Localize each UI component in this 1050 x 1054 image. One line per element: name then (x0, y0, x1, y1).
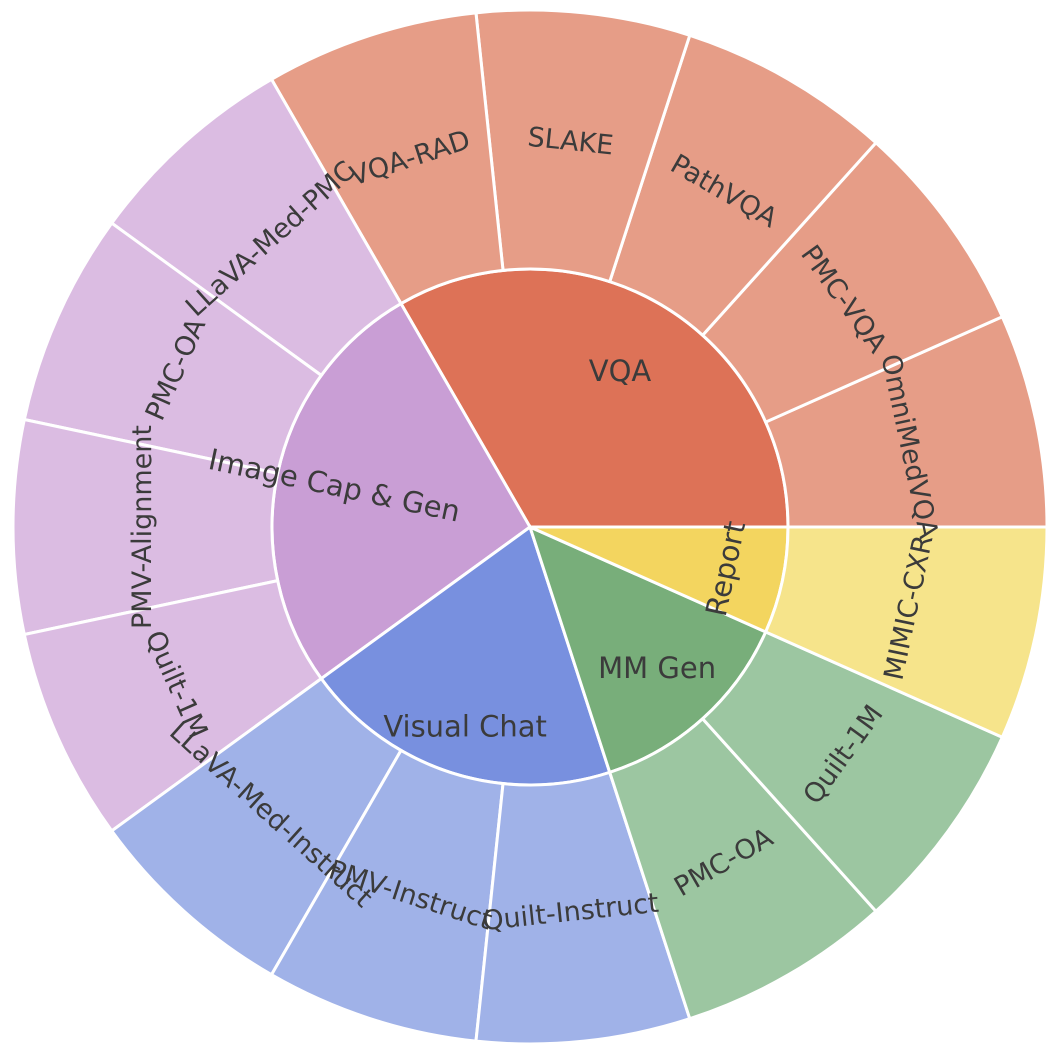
segment-report-mimic-cxr (763, 525, 1049, 740)
label-mm-gen: MM Gen (598, 651, 716, 685)
label-vqa: VQA (589, 354, 652, 388)
sunburst-segments (11, 8, 1049, 1046)
label-visual-chat: Visual Chat (383, 710, 547, 744)
label-image-cap-and-gen-pmv-alignment: PMV-Alignment (127, 425, 158, 629)
